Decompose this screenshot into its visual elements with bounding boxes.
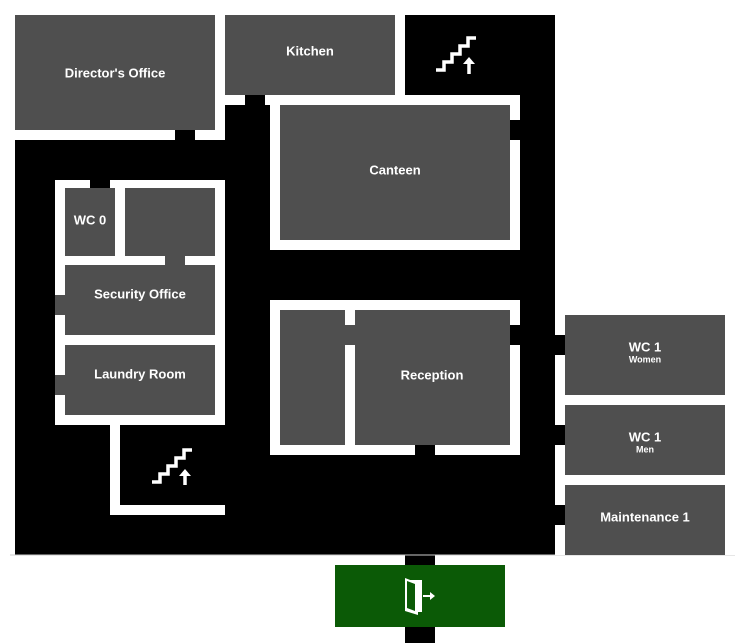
directors-office[interactable]: Director's Office [15,15,225,140]
security-office[interactable]: Security Office [55,256,215,335]
maintenance-1[interactable]: Maintenance 1 [555,485,725,555]
reception[interactable]: Reception [345,310,520,455]
stairs-top[interactable] [436,36,476,74]
maintenance-1-label: Maintenance 1 [600,509,690,524]
left-block: WC 0 Security Office Laundry Room [55,180,225,425]
laundry-room[interactable]: Laundry Room [55,345,215,415]
security-office-label: Security Office [94,286,186,301]
reception-label: Reception [401,367,464,382]
wc1-men[interactable]: WC 1 Men [555,405,725,475]
stairs-up-icon [436,36,476,74]
wc1-women-title: WC 1 [629,339,662,354]
kitchen[interactable]: Kitchen [225,15,405,105]
exit[interactable] [335,565,505,627]
reception-side-room[interactable] [280,310,345,445]
store-room[interactable] [125,188,215,256]
stairs-up-icon [152,448,192,485]
right-block: WC 1 Women WC 1 Men Maintenance 1 [555,305,735,555]
exit-door-icon [405,578,435,615]
directors-office-label: Director's Office [65,65,166,80]
canteen[interactable]: Canteen [270,95,520,250]
reception-block: Reception [270,300,520,455]
wc1-women[interactable]: WC 1 Women [555,315,725,395]
stairs-bottom[interactable] [110,425,225,515]
wc1-men-subtitle: Men [636,444,654,454]
laundry-room-label: Laundry Room [94,366,186,381]
wc1-men-title: WC 1 [629,429,662,444]
canteen-label: Canteen [369,162,420,177]
wc0-label: WC 0 [74,212,107,227]
wc0[interactable]: WC 0 [65,180,115,256]
kitchen-label: Kitchen [286,43,334,58]
wc1-women-subtitle: Women [629,354,661,364]
